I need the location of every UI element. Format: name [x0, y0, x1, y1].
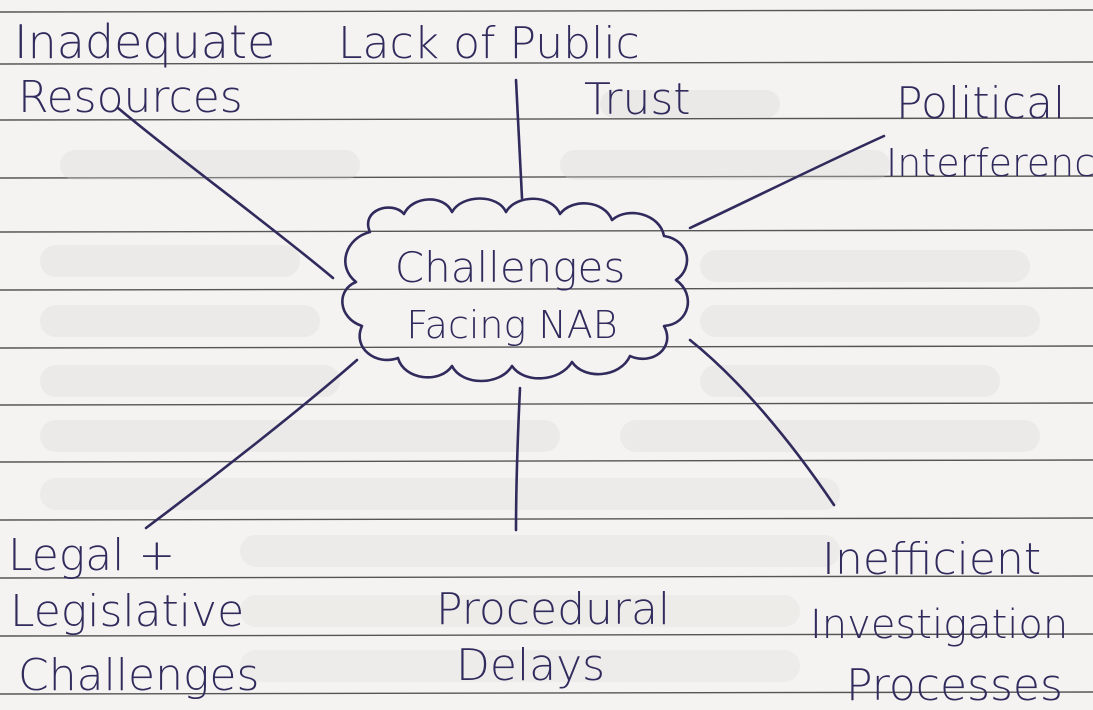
- branch-label-line: Investigation: [810, 602, 1068, 648]
- branch-label-line: Legal +: [8, 530, 175, 581]
- branch-label-line: Resources: [18, 72, 243, 123]
- branch-inadequate-resources: Inadequate Resources: [14, 15, 275, 123]
- branch-label-line: Lack of Public: [338, 18, 640, 69]
- center-title-line-1: Challenges: [395, 243, 625, 292]
- branch-label-line: Trust: [584, 74, 691, 125]
- central-cloud: Challenges Facing NAB: [341, 197, 690, 383]
- branch-label-line: Interference: [886, 141, 1093, 185]
- branch-label-line: Inadequate: [14, 15, 275, 69]
- branch-label-line: Inefficient: [822, 534, 1041, 585]
- branch-inefficient-investigation-processes: Inefficient Investigation Processes: [810, 534, 1068, 710]
- cloud-outline: [341, 197, 690, 383]
- branch-procedural-delays: Procedural Delays: [436, 584, 670, 691]
- branch-label-line: Political: [896, 78, 1065, 129]
- connector-inefficient-investigation: [688, 338, 836, 507]
- branch-label-line: Delays: [456, 640, 605, 691]
- ruled-lines: [0, 9, 1093, 695]
- branch-political-interference: Political Interference: [886, 78, 1093, 185]
- center-title-line-2: Facing NAB: [406, 303, 617, 347]
- branch-label-line: Challenges: [18, 650, 259, 701]
- branch-label-line: Legislative: [10, 586, 244, 637]
- connector-lack-of-public-trust: [514, 78, 524, 200]
- connector-legal-legislative: [144, 358, 359, 530]
- branch-lack-of-public-trust: Lack of Public Trust: [338, 18, 691, 125]
- connector-inadequate-resources: [116, 106, 335, 280]
- branch-legal-legislative-challenges: Legal + Legislative Challenges: [8, 530, 259, 701]
- branch-label-line: Procedural: [436, 584, 670, 635]
- connector-procedural-delays: [514, 386, 522, 532]
- branch-label-line: Processes: [846, 660, 1063, 710]
- connector-lines: [116, 78, 886, 532]
- connector-political-interference: [688, 134, 886, 230]
- bleed-through-texture: [40, 90, 1040, 682]
